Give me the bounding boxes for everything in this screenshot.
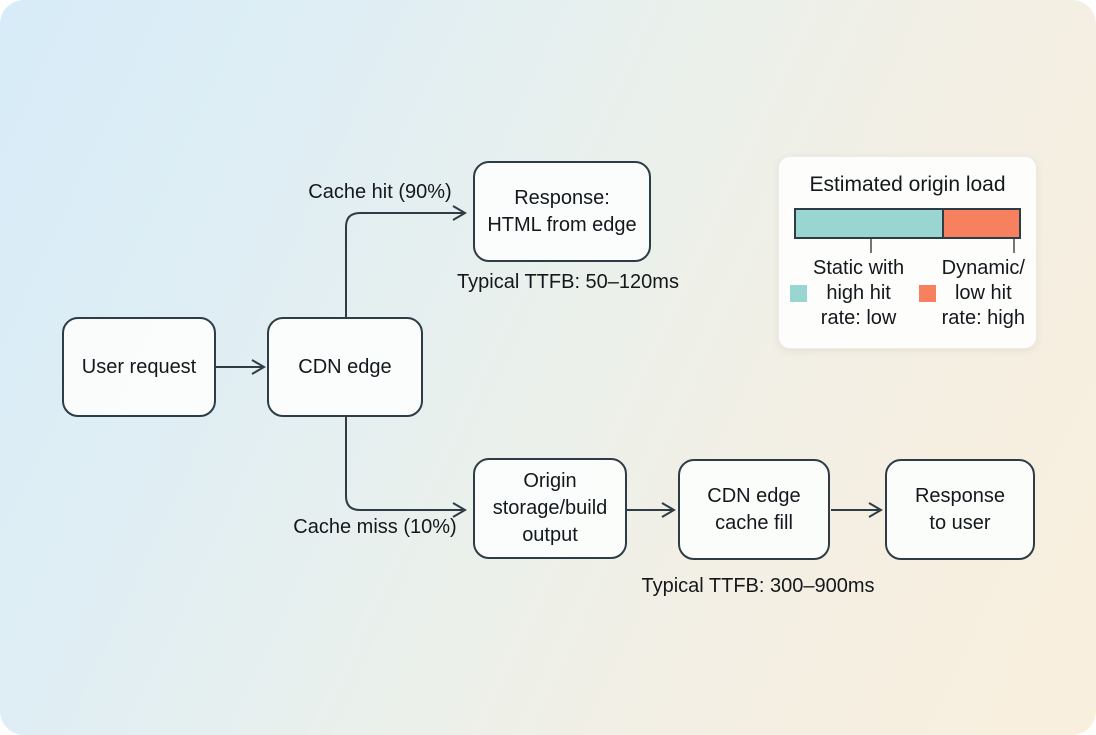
node-origin-storage: Origin storage/build output: [473, 458, 627, 559]
dynamic-swatch-icon: [918, 285, 936, 302]
legend-item-dynamic: Dynamic/ low hit rate: high: [918, 256, 1025, 331]
legend-items: Static with high hit rate: low Dynamic/ …: [779, 256, 1036, 331]
legend-card: Estimated origin load Static with high h…: [778, 156, 1037, 349]
arrow-user-to-cdn: [216, 359, 266, 375]
arrow-fill-to-user: [831, 502, 883, 518]
origin-load-stacked-bar: [794, 208, 1021, 239]
annotation-ttfb-miss: Typical TTFB: 300–900ms: [641, 575, 875, 597]
arrow-cache-miss: [345, 417, 467, 518]
static-swatch-icon: [790, 285, 807, 302]
bar-segment-dynamic: [941, 210, 1019, 237]
legend-item-dynamic-label: Dynamic/ low hit rate: high: [941, 257, 1025, 329]
bar-tick-dynamic: [1013, 239, 1015, 253]
legend-item-static: Static with high hit rate: low: [790, 256, 904, 331]
legend-item-static-label: Static with high hit rate: low: [813, 257, 905, 329]
node-response-from-edge: Response: HTML from edge: [473, 161, 651, 262]
annotation-ttfb-hit: Typical TTFB: 50–120ms: [457, 271, 679, 293]
edge-label-cache-hit: Cache hit (90%): [308, 181, 452, 203]
node-response-to-user: Response to user: [885, 459, 1035, 560]
legend-title: Estimated origin load: [809, 173, 1006, 196]
arrow-origin-to-fill: [627, 502, 676, 518]
arrow-cache-hit: [345, 205, 467, 317]
node-user-request: User request: [62, 317, 216, 417]
bar-segment-static: [796, 210, 942, 237]
node-cdn-edge-cache-fill: CDN edge cache fill: [678, 459, 830, 560]
node-cdn-edge: CDN edge: [267, 317, 423, 417]
edge-label-cache-miss: Cache miss (10%): [293, 516, 457, 538]
bar-tick-static: [870, 239, 872, 253]
